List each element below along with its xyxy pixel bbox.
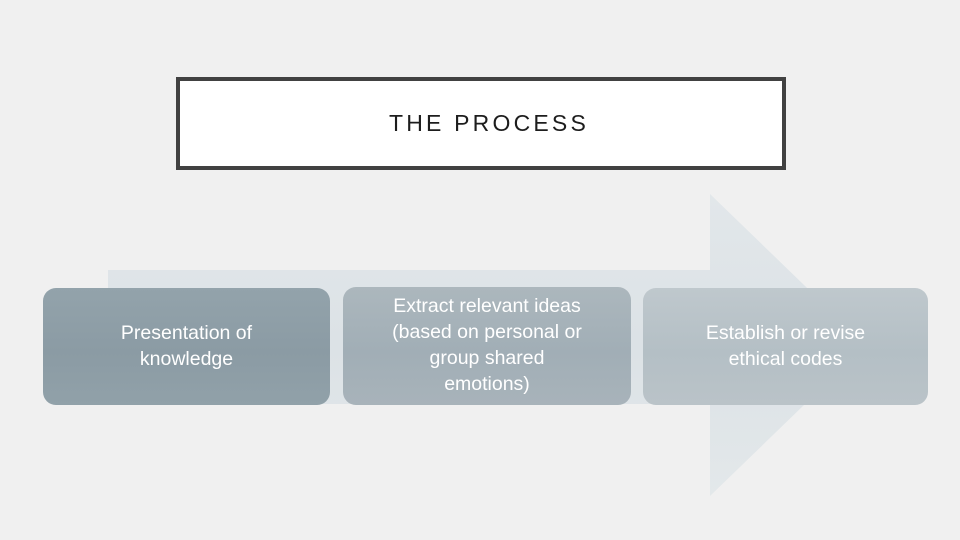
page-title: THE PROCESS [388,110,590,136]
process-step-3[interactable]: Establish or revise ethical codes [643,288,928,405]
title-banner: THE PROCESS [176,77,786,170]
process-step-2-label: Extract relevant ideas (based on persona… [392,295,582,395]
process-step-2[interactable]: Extract relevant ideas (based on persona… [343,287,631,405]
process-step-1-label: Presentation of knowledge [120,321,253,370]
process-step-3-label: Establish or revise ethical codes [705,321,866,370]
process-step-1[interactable]: Presentation of knowledge [43,288,330,405]
